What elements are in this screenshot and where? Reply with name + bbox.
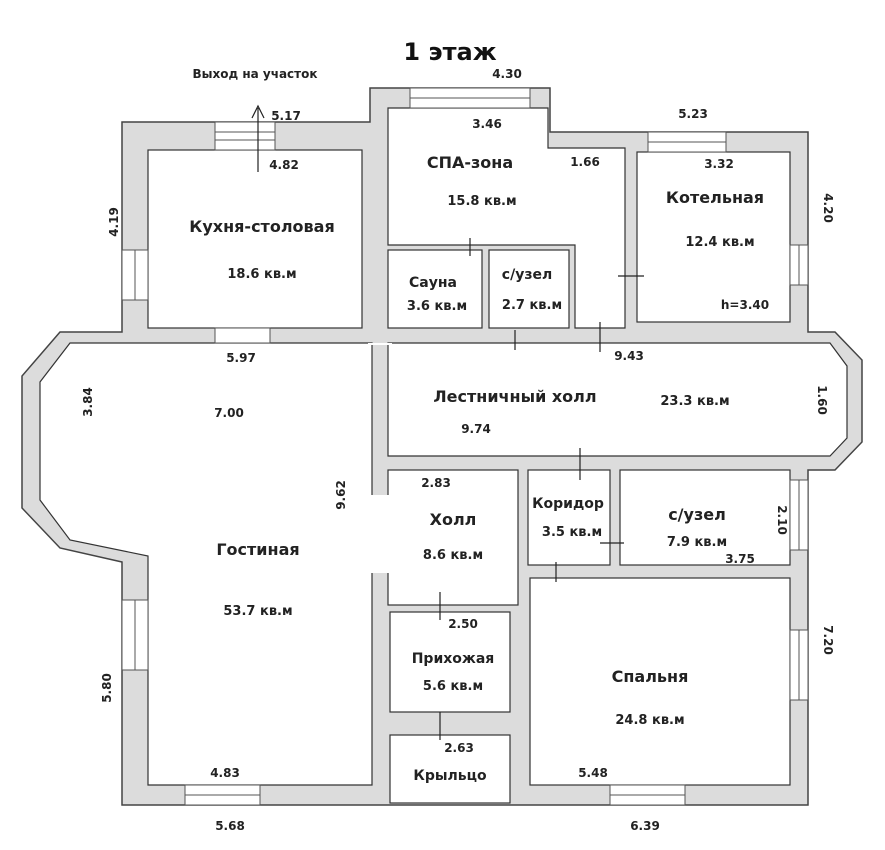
dimension-label: 9.62 xyxy=(334,480,348,510)
corridor-name: Коридор xyxy=(532,496,604,512)
dimension-label: 5.23 xyxy=(678,107,708,121)
dimension-label: 1.66 xyxy=(570,155,600,169)
hall-area: 8.6 кв.м xyxy=(423,548,483,563)
dimension-label: 4.19 xyxy=(107,207,121,237)
kitchen-area: 18.6 кв.м xyxy=(227,267,296,282)
dimension-label: 9.74 xyxy=(461,422,491,436)
room-kitchen xyxy=(147,149,363,329)
room-porch xyxy=(389,734,511,804)
dimension-label: 3.32 xyxy=(704,157,734,171)
dimension-label: 3.84 xyxy=(81,387,95,417)
room-stair-hall xyxy=(387,342,848,457)
dimension-label: 9.43 xyxy=(614,349,644,363)
bedroom-name: Спальня xyxy=(612,667,689,686)
dimension-label: 1.60 xyxy=(815,385,829,415)
entrance-area: 5.6 кв.м xyxy=(423,679,483,694)
dimension-label: 2.10 xyxy=(775,505,789,535)
boiler-height: h=3.40 xyxy=(721,298,769,312)
wc1-area: 2.7 кв.м xyxy=(502,298,562,313)
dimension-label: 7.00 xyxy=(214,406,244,420)
spa-area: 15.8 кв.м xyxy=(447,194,516,209)
exit-arrow-icon xyxy=(251,104,265,172)
dimension-label: 5.68 xyxy=(215,819,245,833)
spa-name: СПА-зона xyxy=(427,153,513,172)
room-living xyxy=(39,342,373,786)
room-entrance xyxy=(389,611,511,713)
dimension-label: 2.50 xyxy=(448,617,478,631)
dimension-label: 7.20 xyxy=(821,625,835,655)
dimension-label: 4.30 xyxy=(492,67,522,81)
boiler-name: Котельная xyxy=(666,188,764,207)
room-spa xyxy=(387,107,626,329)
dimension-label: 4.20 xyxy=(821,193,835,223)
dimension-labels: 4.30 5.17 3.46 5.23 4.82 1.66 3.32 4.19 … xyxy=(81,67,835,833)
porch-name: Крыльцо xyxy=(413,768,487,784)
corridor-area: 3.5 кв.м xyxy=(542,525,602,540)
room-hall xyxy=(387,469,519,606)
sauna-name: Сауна xyxy=(409,275,457,291)
stair-hall-area: 23.3 кв.м xyxy=(660,394,729,409)
exit-label: Выход на участок xyxy=(192,67,317,81)
dimension-label: 5.48 xyxy=(578,766,608,780)
wc2-area: 7.9 кв.м xyxy=(667,535,727,550)
room-boiler xyxy=(636,151,791,323)
door-marks xyxy=(439,238,644,740)
dimension-label: 3.46 xyxy=(472,117,502,131)
living-area: 53.7 кв.м xyxy=(223,604,292,619)
dimension-label: 5.80 xyxy=(100,673,114,703)
wc1-name: с/узел xyxy=(502,267,552,283)
dimension-label: 4.83 xyxy=(210,766,240,780)
boiler-area: 12.4 кв.м xyxy=(685,235,754,250)
living-stair-joint xyxy=(368,343,392,345)
kitchen-name: Кухня-столовая xyxy=(189,217,334,236)
room-corridor xyxy=(527,469,611,566)
dimension-label: 3.75 xyxy=(725,552,755,566)
dimension-label: 5.97 xyxy=(226,351,256,365)
stair-hall-name: Лестничный холл xyxy=(433,387,596,406)
page-title: 1 этаж xyxy=(403,38,496,66)
dimension-label: 6.39 xyxy=(630,819,660,833)
dimension-label: 2.63 xyxy=(444,741,474,755)
room-sauna xyxy=(387,249,483,329)
sauna-area: 3.6 кв.м xyxy=(407,299,467,314)
bedroom-area: 24.8 кв.м xyxy=(615,713,684,728)
dimension-label: 4.82 xyxy=(269,158,299,172)
dimension-label: 5.17 xyxy=(271,109,301,123)
hall-name: Холл xyxy=(430,510,477,529)
entrance-name: Прихожая xyxy=(412,651,495,667)
wc2-name: с/узел xyxy=(668,505,726,524)
room-bedroom xyxy=(529,577,791,786)
dimension-label: 2.83 xyxy=(421,476,451,490)
living-hall-opening xyxy=(368,495,392,573)
windows xyxy=(121,87,809,806)
room-wc1 xyxy=(488,249,570,329)
living-name: Гостиная xyxy=(216,540,299,559)
